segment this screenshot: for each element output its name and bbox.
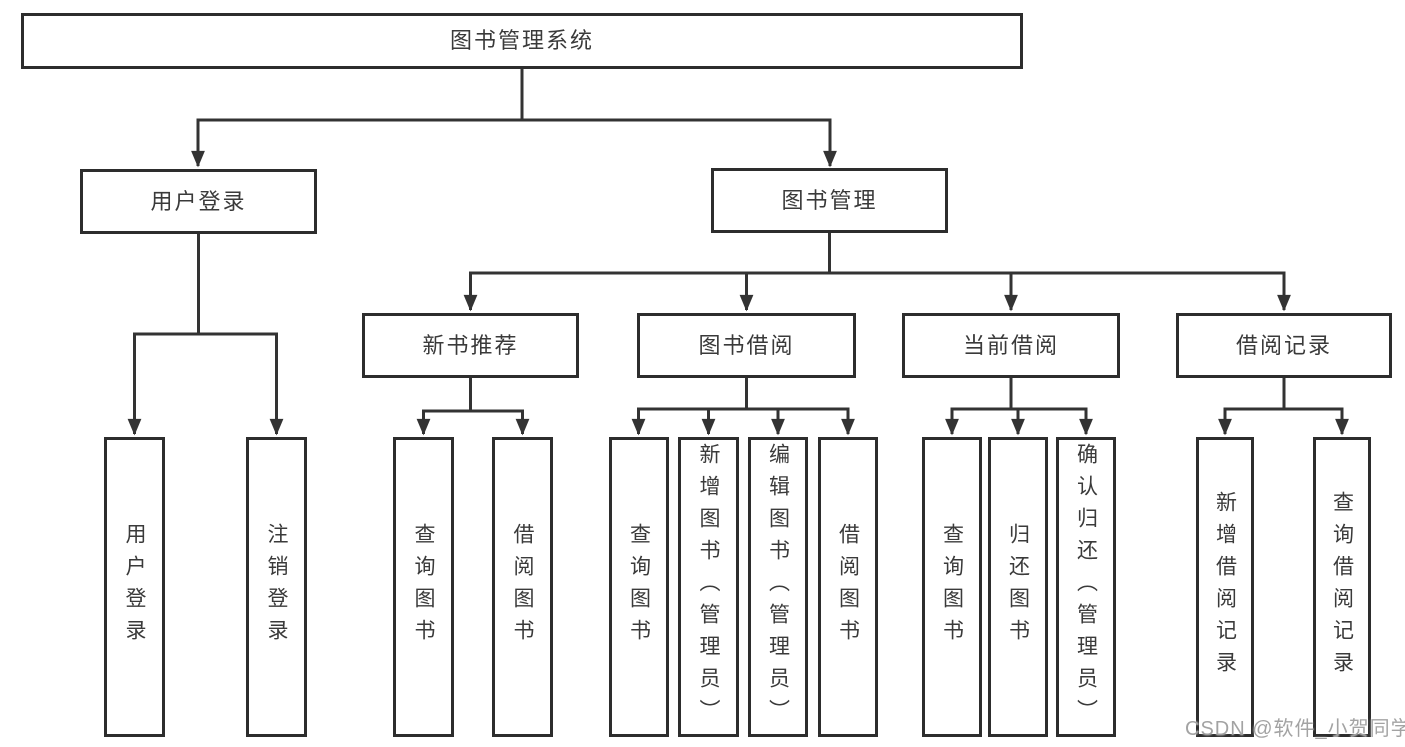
leaf-label: 借阅图书 bbox=[511, 523, 534, 651]
node-root-system: 图书管理系统 bbox=[21, 13, 1023, 69]
leaf-label: 查询图书 bbox=[940, 523, 964, 651]
leaf-query-borrow-record: 查询借阅记录 bbox=[1313, 437, 1371, 737]
leaf-user-login: 用户登录 bbox=[104, 437, 165, 737]
leaf-label: 借阅图书 bbox=[836, 523, 860, 651]
leaf-label: 注销登录 bbox=[265, 523, 288, 651]
node-label: 图书管理 bbox=[781, 187, 878, 213]
node-label: 当前借阅 bbox=[962, 332, 1059, 358]
node-label: 图书借阅 bbox=[698, 332, 795, 358]
leaf-label: 查询图书 bbox=[627, 523, 651, 651]
leaf-query-books-2: 查询图书 bbox=[609, 437, 669, 737]
node-borrow-records: 借阅记录 bbox=[1176, 313, 1392, 378]
leaf-label: 确认归还（管理员） bbox=[1074, 443, 1098, 731]
leaf-borrow-books-2: 借阅图书 bbox=[818, 437, 878, 737]
leaf-label: 新增借阅记录 bbox=[1213, 491, 1237, 683]
leaf-borrow-books-1: 借阅图书 bbox=[492, 437, 553, 737]
leaf-confirm-return-admin: 确认归还（管理员） bbox=[1056, 437, 1116, 737]
node-label: 借阅记录 bbox=[1235, 332, 1332, 358]
leaf-label: 用户登录 bbox=[123, 523, 146, 651]
leaf-query-books-1: 查询图书 bbox=[393, 437, 454, 737]
leaf-add-borrow-record: 新增借阅记录 bbox=[1196, 437, 1254, 737]
node-user-login-branch: 用户登录 bbox=[80, 169, 317, 234]
node-root-label: 图书管理系统 bbox=[449, 28, 594, 53]
node-label: 用户登录 bbox=[150, 188, 247, 214]
leaf-add-books-admin: 新增图书（管理员） bbox=[678, 437, 739, 737]
node-new-book-recommend: 新书推荐 bbox=[362, 313, 579, 378]
leaf-label: 查询图书 bbox=[412, 523, 435, 651]
node-book-borrow: 图书借阅 bbox=[637, 313, 856, 378]
node-book-management-branch: 图书管理 bbox=[711, 168, 948, 233]
leaf-label: 查询借阅记录 bbox=[1330, 491, 1354, 683]
leaf-edit-books-admin: 编辑图书（管理员） bbox=[748, 437, 808, 737]
leaf-label: 编辑图书（管理员） bbox=[766, 443, 790, 731]
node-current-borrow: 当前借阅 bbox=[902, 313, 1120, 378]
leaf-label: 新增图书（管理员） bbox=[697, 443, 720, 731]
node-label: 新书推荐 bbox=[422, 332, 519, 358]
leaf-logout: 注销登录 bbox=[246, 437, 307, 737]
leaf-return-books: 归还图书 bbox=[988, 437, 1048, 737]
csdn-watermark: CSDN @软件_小贺同学 bbox=[1185, 718, 1405, 740]
leaf-label: 归还图书 bbox=[1006, 523, 1030, 651]
leaf-query-books-3: 查询图书 bbox=[922, 437, 982, 737]
